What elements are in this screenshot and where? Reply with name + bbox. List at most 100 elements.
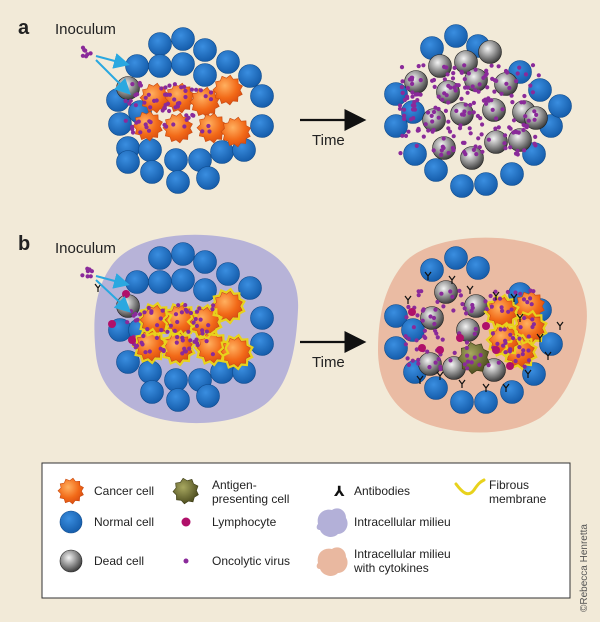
oncolytic-virus — [440, 97, 445, 102]
normal-cell — [193, 250, 217, 274]
oncolytic-virus — [493, 126, 498, 131]
legend-cancer-cell-label: Cancer cell — [94, 484, 154, 498]
oncolytic-virus — [484, 101, 489, 106]
oncolytic-virus — [147, 119, 152, 124]
normal-cell — [216, 50, 240, 74]
oncolytic-virus — [446, 100, 451, 105]
normal-cell — [171, 27, 195, 51]
oncolytic-virus — [522, 93, 527, 99]
cancer-cell — [220, 116, 251, 148]
oncolytic-virus — [522, 148, 527, 153]
fibrous-membrane — [217, 333, 254, 371]
antibody — [424, 271, 432, 280]
oncolytic-virus — [472, 355, 477, 360]
oncolytic-virus — [432, 321, 437, 327]
oncolytic-virus — [410, 358, 415, 363]
normal-cell — [444, 246, 468, 270]
oncolytic-virus — [493, 289, 498, 294]
dead-cell — [478, 40, 502, 64]
oncolytic-virus — [130, 130, 136, 135]
oncolytic-virus — [513, 359, 518, 364]
oncolytic-virus — [526, 334, 531, 339]
fibrous-membrane — [186, 303, 223, 341]
legend-lymphocyte-icon — [181, 517, 191, 527]
normal-cell — [125, 270, 149, 294]
oncolytic-virus — [442, 77, 447, 82]
normal-cell — [171, 242, 195, 266]
legend-apc-icon — [172, 477, 199, 505]
oncolytic-virus — [465, 359, 471, 364]
oncolytic-virus — [191, 320, 196, 325]
oncolytic-virus — [165, 92, 170, 97]
oncolytic-virus — [130, 127, 135, 132]
oncolytic-virus — [530, 317, 535, 322]
oncolytic-virus — [456, 83, 461, 88]
normal-cell — [384, 114, 408, 138]
oncolytic-virus — [439, 152, 444, 157]
oncolytic-virus — [128, 98, 133, 103]
oncolytic-virus — [143, 122, 148, 127]
legend-fibrous-membrane-icon — [454, 478, 486, 496]
oncolytic-virus — [526, 118, 531, 123]
normal-cell — [171, 52, 195, 76]
normal-cell — [148, 270, 172, 294]
oncolytic-virus — [459, 96, 464, 101]
normal-cell — [140, 160, 164, 184]
oncolytic-virus — [528, 296, 533, 301]
oncolytic-virus — [400, 90, 405, 95]
oncolytic-virus — [490, 107, 495, 112]
oncolytic-virus — [143, 350, 148, 355]
oncolytic-virus — [441, 304, 446, 309]
oncolytic-virus — [146, 92, 151, 97]
oncolytic-virus — [183, 94, 188, 100]
legend-apc-label-line1: Antigen- — [212, 478, 257, 492]
oncolytic-virus — [450, 76, 456, 81]
legend-normal-cell-icon — [59, 510, 83, 534]
normal-cell — [125, 54, 149, 78]
oncolytic-virus — [406, 336, 411, 341]
oncolytic-virus — [410, 90, 415, 95]
normal-cell — [424, 158, 448, 182]
normal-cell — [116, 150, 140, 174]
panel-a-inoculum-label: Inoculum — [55, 21, 116, 38]
oncolytic-virus — [403, 133, 409, 138]
oncolytic-virus — [463, 102, 468, 107]
oncolytic-virus — [194, 309, 200, 314]
antibody — [482, 383, 490, 392]
oncolytic-virus — [425, 349, 430, 354]
oncolytic-virus — [473, 88, 478, 93]
oncolytic-virus — [203, 94, 208, 99]
oncolytic-virus — [496, 64, 501, 69]
oncolytic-virus — [446, 126, 451, 131]
oncolytic-virus — [80, 273, 85, 278]
oncolytic-virus — [141, 333, 146, 339]
normal-cell — [216, 262, 240, 286]
oncolytic-virus — [443, 108, 448, 113]
oncolytic-virus — [494, 78, 499, 83]
oncolytic-virus — [468, 131, 473, 136]
oncolytic-virus — [502, 141, 507, 146]
oncolytic-virus — [88, 51, 93, 56]
oncolytic-virus — [164, 124, 169, 129]
oncolytic-virus — [451, 71, 456, 76]
oncolytic-virus — [147, 349, 152, 354]
antibody — [536, 333, 544, 342]
panel-b-inoculum-label: Inoculum — [55, 240, 116, 257]
normal-cell — [424, 376, 448, 400]
oncolytic-virus — [128, 309, 134, 314]
cancer-cell — [212, 290, 243, 322]
oncolytic-virus — [536, 73, 541, 78]
oncolytic-virus — [462, 77, 467, 82]
oncolytic-virus — [402, 116, 407, 122]
legend-milieu-icon — [316, 508, 348, 537]
dead-cell — [454, 50, 478, 74]
oncolytic-virus — [410, 107, 416, 112]
oncolytic-virus — [134, 343, 140, 348]
oncolytic-virus — [146, 305, 151, 310]
oncolytic-virus — [176, 303, 181, 308]
oncolytic-virus — [532, 117, 537, 122]
oncolytic-virus — [397, 106, 403, 111]
lymphocyte — [408, 308, 416, 316]
antibody — [544, 351, 552, 360]
oncolytic-virus — [80, 53, 85, 58]
